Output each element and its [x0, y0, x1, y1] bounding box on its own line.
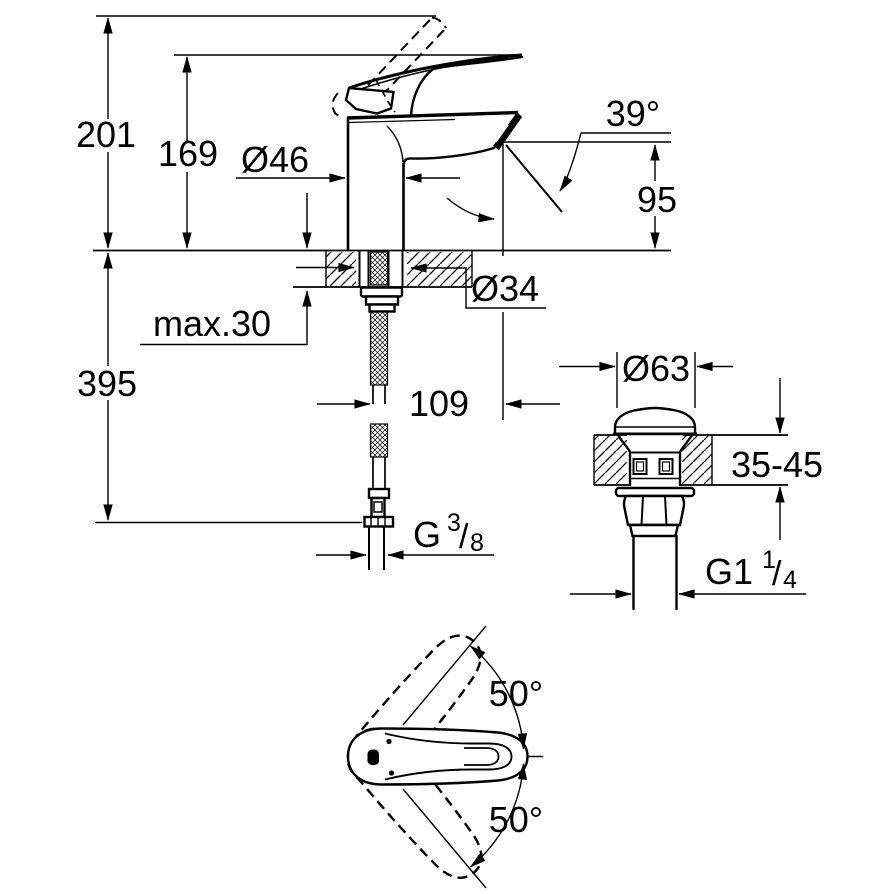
- handle-inner-outline: [384, 732, 513, 781]
- ghost-lever-edge-a: [356, 16, 433, 98]
- hex-facet-right: [664, 495, 668, 526]
- dim-label-swivel-up: 50°: [489, 673, 543, 714]
- lever-top-edge: [348, 53, 523, 90]
- waste-nut-step: [628, 523, 680, 538]
- counter-hatch-left: [326, 252, 356, 286]
- supply-thread-slash: /: [459, 518, 469, 556]
- waste-cap-dome: [613, 406, 697, 436]
- faucet-front-object: [293, 16, 524, 570]
- ray-50-lower: [402, 788, 487, 889]
- waste-thread-denominator: 4: [783, 566, 797, 594]
- g38-nut: [363, 515, 395, 528]
- dim-label-body-diameter: Ø46: [241, 139, 309, 180]
- dim-label-spout-height: 95: [637, 179, 677, 220]
- dim-label-hole-diameter: Ø34: [471, 268, 539, 309]
- supply-thread-prefix: G: [413, 514, 441, 555]
- hex-facet-left: [640, 495, 644, 526]
- handle-dot-top: [386, 738, 392, 745]
- dim-label-spout-reach: 109: [409, 383, 469, 424]
- mounting-shank: [358, 251, 404, 313]
- dim-label-swivel-down: 50°: [489, 799, 543, 840]
- dim-label-hose-length: 395: [77, 363, 137, 404]
- arc-50-lower: [469, 763, 528, 868]
- waste-thread-prefix: G1: [705, 551, 753, 592]
- aerator-face-stripe: [495, 124, 509, 143]
- overflow-window-right: [658, 458, 674, 475]
- dim-label-stream-angle: 39°: [606, 93, 660, 134]
- waste-counter-hatch-left: [594, 436, 627, 484]
- handle-top-view: 50° 50°: [334, 621, 543, 892]
- dim-label-deck-range: 35-45: [731, 444, 823, 485]
- overflow-window-left: [632, 458, 648, 475]
- stream-line: [505, 144, 563, 213]
- waste-hex-nut: [622, 494, 686, 527]
- dim-label-max-deck: max.30: [153, 303, 271, 344]
- label-supply-thread: G 3 / 8: [413, 509, 484, 557]
- ghost-lever-base-arc: [331, 92, 344, 118]
- waste-valve-view: Ø63 35-45 G: [559, 348, 823, 611]
- handle-dot-bottom: [388, 770, 395, 776]
- spout-neck-curve: [386, 125, 404, 163]
- waste-thread-slash: /: [772, 555, 782, 593]
- counter-hatch-right: [407, 252, 472, 286]
- arc-stream-adjust: [446, 197, 495, 223]
- waste-body-right: [678, 433, 694, 487]
- arc-50-upper: [469, 645, 528, 750]
- spout-underside: [402, 146, 496, 168]
- ghost-lever-tip: [431, 16, 447, 29]
- waste-thread-numerator: 1: [762, 546, 776, 574]
- front-view: 201 169 Ø46 39° 95 395 max.30: [76, 15, 677, 560]
- dim-label-lever-height: 169: [158, 133, 218, 174]
- body-top-echo-line: [348, 118, 456, 124]
- label-waste-thread: G1 1 / 4: [705, 546, 797, 594]
- lever-base: [344, 86, 395, 115]
- overflow-window-right-inner: [661, 461, 671, 472]
- aerator-face: [493, 112, 522, 150]
- arc-39: [559, 132, 582, 192]
- dim-label-overall-height: 201: [76, 114, 136, 155]
- lever-underside: [409, 55, 524, 118]
- dim-label-cap-diameter: Ø63: [622, 348, 690, 389]
- ray-50-upper: [402, 625, 487, 726]
- flexible-hose: [363, 310, 395, 570]
- supply-thread-numerator: 3: [447, 509, 461, 537]
- lever-hidden-edge: [375, 79, 396, 113]
- body-top-edge: [346, 110, 519, 120]
- handle-pivot-mark: [367, 749, 379, 765]
- overflow-window-left-inner: [635, 461, 645, 472]
- supply-thread-denominator: 8: [470, 529, 484, 557]
- waste-body-left: [616, 433, 632, 487]
